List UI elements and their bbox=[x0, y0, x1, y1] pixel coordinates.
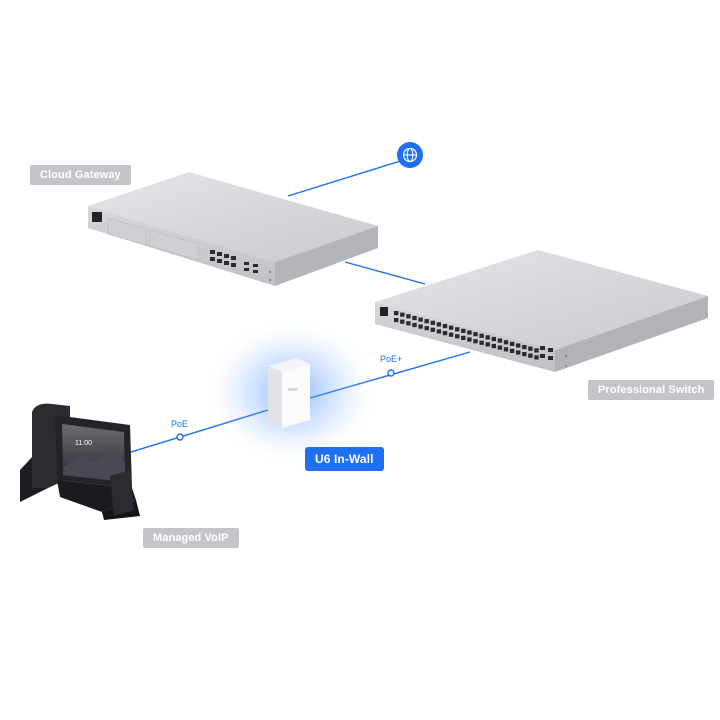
switch-port bbox=[479, 340, 484, 345]
switch-port bbox=[534, 348, 539, 353]
switch-port bbox=[442, 331, 448, 336]
switch-port bbox=[509, 341, 515, 346]
switch-port bbox=[455, 327, 460, 332]
line-gateway-to-switch bbox=[344, 261, 426, 285]
switch-port bbox=[412, 322, 417, 328]
switch-port bbox=[485, 342, 490, 347]
managed-voip-label: Managed VoIP bbox=[143, 528, 239, 548]
poe-dot-right bbox=[387, 369, 395, 377]
switch-sfp-port bbox=[540, 346, 545, 350]
switch-port bbox=[503, 347, 509, 352]
switch-port bbox=[406, 321, 411, 326]
switch-port bbox=[467, 330, 472, 335]
switch-port bbox=[467, 337, 472, 342]
switch-port bbox=[522, 345, 527, 350]
switch-port bbox=[516, 350, 521, 355]
switch-port bbox=[497, 345, 503, 350]
poe-dot-left bbox=[176, 433, 184, 441]
switch-port bbox=[412, 315, 417, 321]
switch-sfp-port bbox=[548, 348, 553, 352]
managed-voip-phone: 11:00 bbox=[20, 403, 140, 520]
switch-port bbox=[479, 333, 484, 338]
switch-port bbox=[491, 343, 496, 349]
professional-switch-device bbox=[375, 250, 708, 372]
switch-port bbox=[418, 324, 423, 329]
switch-port bbox=[461, 328, 466, 333]
switch-port bbox=[503, 340, 509, 345]
switch-port bbox=[528, 353, 533, 358]
switch-port bbox=[516, 343, 521, 348]
switch-port bbox=[473, 339, 478, 344]
u6-in-wall-label: U6 In-Wall bbox=[305, 447, 384, 471]
switch-port bbox=[394, 311, 399, 316]
switch-port bbox=[430, 320, 435, 325]
switch-port bbox=[430, 327, 435, 332]
switch-port bbox=[509, 348, 515, 353]
switch-port bbox=[424, 319, 429, 324]
switch-port bbox=[448, 325, 454, 330]
switch-port bbox=[497, 338, 503, 343]
switch-port bbox=[528, 346, 533, 351]
switch-port bbox=[473, 332, 478, 337]
switch-port bbox=[394, 318, 399, 323]
u6-in-wall-device bbox=[204, 318, 380, 466]
switch-port bbox=[436, 322, 442, 327]
professional-switch-label: Professional Switch bbox=[588, 380, 715, 400]
line-internet-to-gateway bbox=[287, 157, 411, 197]
poe-link-label: PoE bbox=[171, 419, 189, 429]
switch-port bbox=[436, 329, 442, 334]
cloud-gateway-device bbox=[88, 172, 378, 286]
switch-port bbox=[400, 312, 405, 317]
switch-port bbox=[485, 335, 490, 340]
switch-port bbox=[424, 326, 429, 331]
poe-link-markers bbox=[176, 369, 395, 441]
phone-screen-time: 11:00 bbox=[75, 440, 92, 447]
switch-port bbox=[406, 314, 411, 319]
switch-port bbox=[455, 334, 460, 339]
switch-port bbox=[534, 355, 539, 360]
switch-sfp-port bbox=[548, 356, 553, 360]
switch-port bbox=[418, 317, 423, 322]
switch-port bbox=[400, 319, 405, 324]
globe-icon bbox=[397, 142, 423, 168]
switch-port bbox=[491, 336, 496, 342]
poe-plus-link-label: PoE+ bbox=[380, 354, 403, 364]
switch-port bbox=[522, 352, 527, 357]
switch-port bbox=[442, 324, 448, 329]
cloud-gateway-label: Cloud Gateway bbox=[30, 165, 131, 185]
switch-port bbox=[461, 335, 466, 340]
switch-sfp-port bbox=[540, 354, 545, 358]
switch-port bbox=[448, 332, 454, 337]
